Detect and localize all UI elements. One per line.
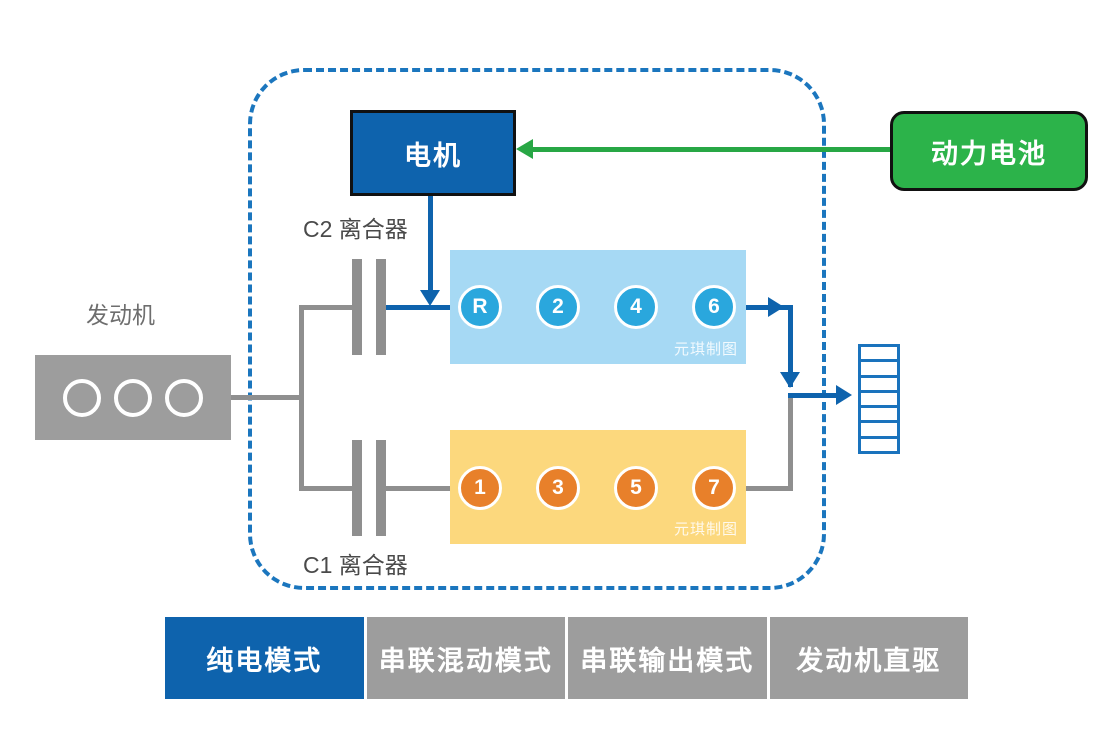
merge-down-arrowhead bbox=[780, 372, 800, 388]
clutch-c2-plate-icon bbox=[376, 259, 386, 355]
odd-gear-row: 1 3 5 7 bbox=[458, 466, 736, 510]
output-arrowhead bbox=[836, 385, 852, 405]
watermark: 元琪制图 bbox=[673, 521, 738, 538]
output-line bbox=[788, 393, 838, 398]
gear-circle: R bbox=[458, 285, 502, 329]
mode-tab-series-hybrid[interactable]: 串联混动模式 bbox=[366, 617, 565, 699]
engine-cylinder-icon bbox=[63, 378, 101, 417]
engine-output-line bbox=[231, 395, 301, 400]
battery-to-motor-line bbox=[530, 147, 890, 152]
gear-circle: 3 bbox=[536, 466, 580, 510]
even-gear-row: R 2 4 6 bbox=[458, 285, 736, 329]
gear-circle: 2 bbox=[536, 285, 580, 329]
mode-tab-pure-ev[interactable]: 纯电模式 bbox=[165, 617, 364, 699]
gear-circle: 7 bbox=[692, 466, 736, 510]
clutch-c2-plate-icon bbox=[352, 259, 362, 355]
lower-input-line bbox=[299, 486, 354, 491]
upper-input-line bbox=[299, 305, 354, 310]
battery-to-motor-arrowhead bbox=[516, 139, 533, 159]
motor-to-shaft-arrowhead bbox=[420, 290, 440, 306]
motor-to-shaft-line bbox=[428, 196, 433, 292]
even-output-merge-line bbox=[788, 305, 793, 387]
motor-box: 电机 bbox=[350, 110, 516, 196]
even-shaft-arrowhead bbox=[768, 297, 784, 317]
odd-output-merge-line bbox=[788, 397, 793, 489]
clutch-c2-label: C2 离合器 bbox=[303, 216, 408, 242]
clutch-c1-label: C1 离合器 bbox=[303, 552, 408, 578]
watermark: 元琪制图 bbox=[673, 341, 738, 358]
engine-box bbox=[35, 355, 231, 440]
engine-cylinder-icon bbox=[165, 378, 203, 417]
drive-mode-bar: 纯电模式 串联混动模式 串联输出模式 发动机直驱 bbox=[165, 617, 968, 699]
output-grid-icon bbox=[858, 344, 900, 454]
mode-tab-series-output[interactable]: 串联输出模式 bbox=[568, 617, 767, 699]
input-split-line bbox=[299, 305, 304, 491]
clutch-c1-plate-icon bbox=[352, 440, 362, 536]
gear-circle: 1 bbox=[458, 466, 502, 510]
output-grid-cell bbox=[858, 435, 900, 454]
gear-circle: 5 bbox=[614, 466, 658, 510]
gear-circle: 4 bbox=[614, 285, 658, 329]
transmission-boundary bbox=[248, 68, 826, 590]
engine-cylinder-icon bbox=[114, 378, 152, 417]
clutch-c1-plate-icon bbox=[376, 440, 386, 536]
battery-box: 动力电池 bbox=[890, 111, 1088, 191]
mode-tab-engine-direct[interactable]: 发动机直驱 bbox=[769, 617, 968, 699]
gear-circle: 6 bbox=[692, 285, 736, 329]
engine-label: 发动机 bbox=[86, 302, 155, 328]
